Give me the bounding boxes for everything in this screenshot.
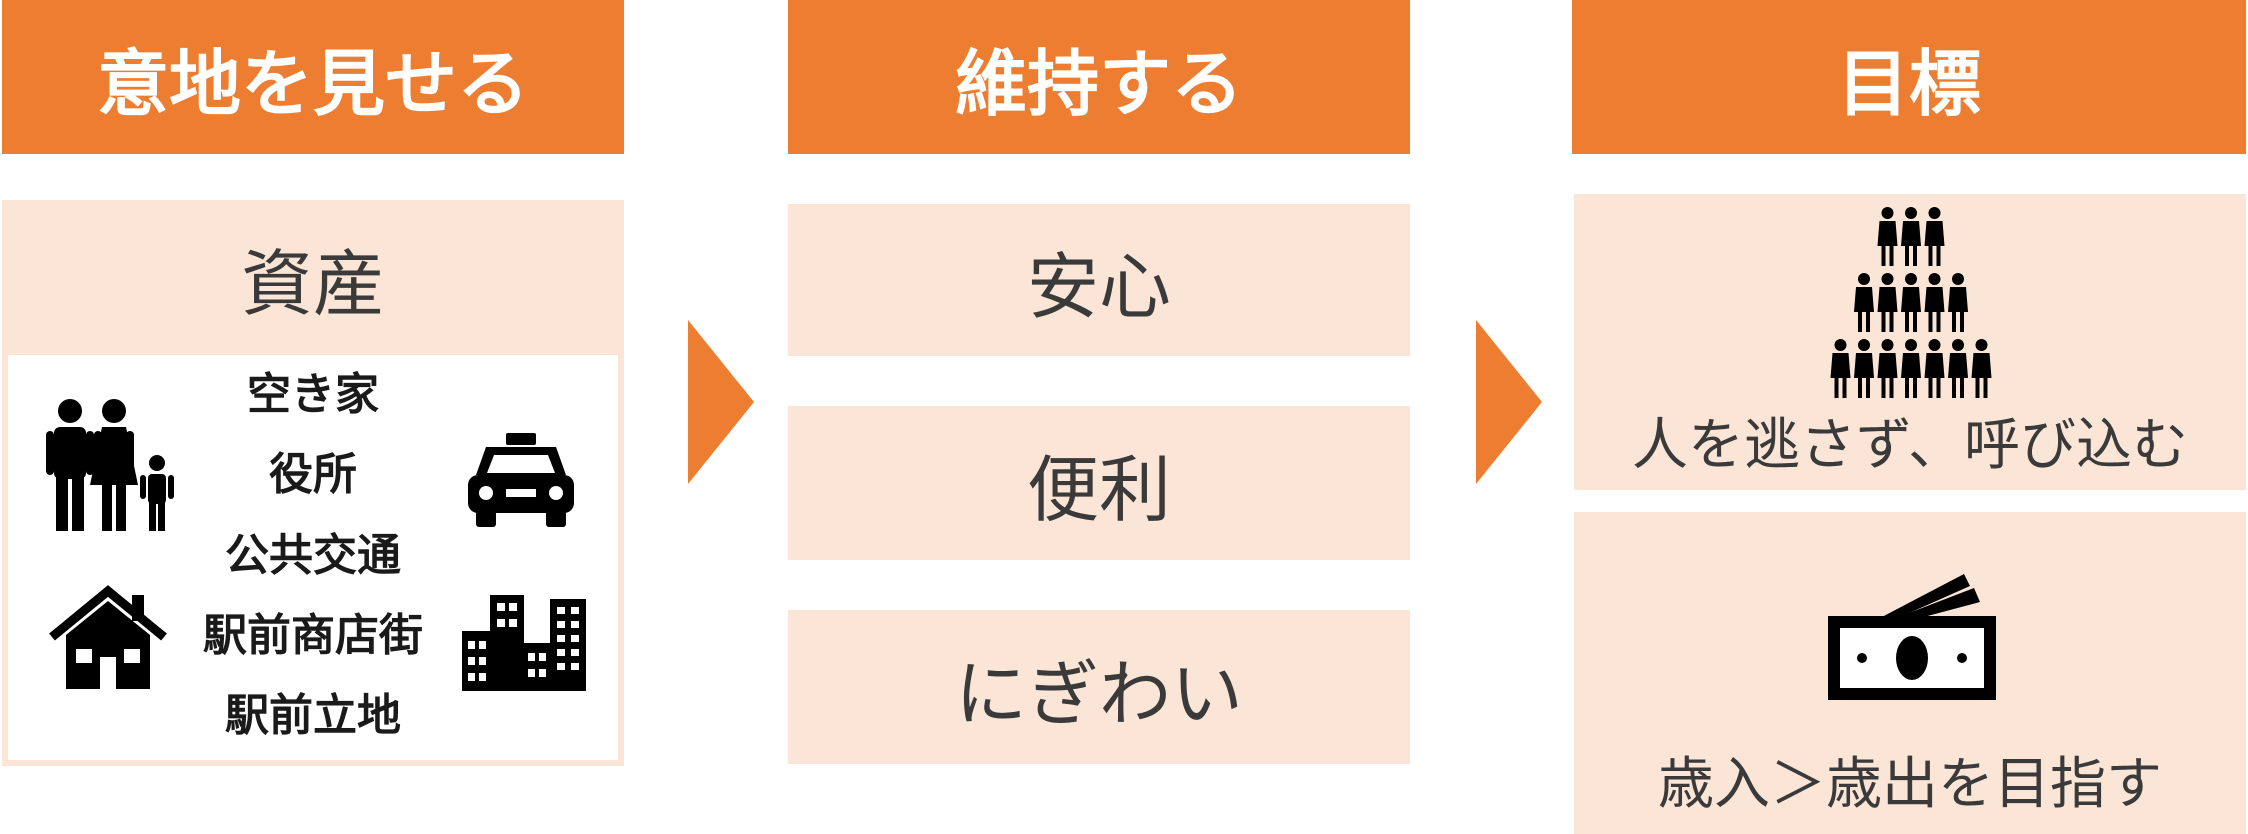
goal-budget-label: 歳入＞歳出を目指す	[1658, 751, 2162, 817]
assets-inner-box: 空き家 役所 公共交通 駅前商店街 駅前立地	[8, 355, 618, 760]
asset-item: 駅前商店街	[203, 609, 423, 661]
person-figure	[1924, 273, 1945, 332]
assets-panel: 資産 空き家 役所 公共交通 駅前商店街 駅前立地	[2, 200, 624, 766]
value-box-liveliness: にぎわい	[788, 610, 1410, 764]
header-goal-label: 目標	[1836, 41, 1981, 126]
header-maintain-label: 維持する	[954, 41, 1243, 126]
person-figure	[1830, 339, 1851, 398]
person-figure	[1854, 273, 1874, 332]
person-figure	[1901, 339, 1921, 398]
arrow-right-icon	[688, 320, 754, 484]
person-figure	[1971, 339, 1992, 398]
person-figure	[1877, 339, 1898, 398]
goal-box-budget: 歳入＞歳出を目指す	[1574, 512, 2246, 834]
asset-item: 公共交通	[225, 529, 401, 581]
money-icon	[1824, 568, 2000, 704]
person-figure	[1854, 339, 1874, 398]
asset-item: 駅前立地	[225, 690, 401, 741]
person-figure	[1948, 273, 1968, 332]
header-maintain: 維持する	[788, 0, 1410, 154]
house-icon	[48, 585, 168, 689]
population-pyramid-icon	[1826, 206, 1996, 412]
goal-population-label: 人を逃さず、呼び込む	[1631, 412, 2189, 478]
taxi-icon	[466, 433, 576, 529]
value-box-safety: 安心	[788, 204, 1410, 356]
value-box-convenience: 便利	[788, 406, 1410, 560]
asset-item: 役所	[269, 449, 357, 501]
goal-box-population: 人を逃さず、呼び込む	[1574, 194, 2246, 490]
person-figure	[1924, 339, 1945, 398]
person-figure	[1924, 207, 1945, 266]
person-figure	[1877, 207, 1898, 266]
assets-title: 資産	[240, 242, 385, 326]
header-show-spirit: 意地を見せる	[2, 0, 624, 154]
header-show-spirit-label: 意地を見せる	[96, 41, 529, 126]
buildings-icon	[462, 595, 588, 691]
assets-item-list: 空き家 役所 公共交通 駅前商店街 駅前立地	[148, 373, 478, 738]
person-figure	[1877, 273, 1898, 332]
person-figure	[1948, 339, 1968, 398]
arrow-right-icon	[1476, 320, 1542, 484]
person-figure	[1901, 207, 1921, 266]
person-figure	[1901, 273, 1921, 332]
asset-item: 空き家	[247, 369, 379, 420]
header-goal: 目標	[1572, 0, 2246, 154]
family-icon	[44, 397, 184, 532]
